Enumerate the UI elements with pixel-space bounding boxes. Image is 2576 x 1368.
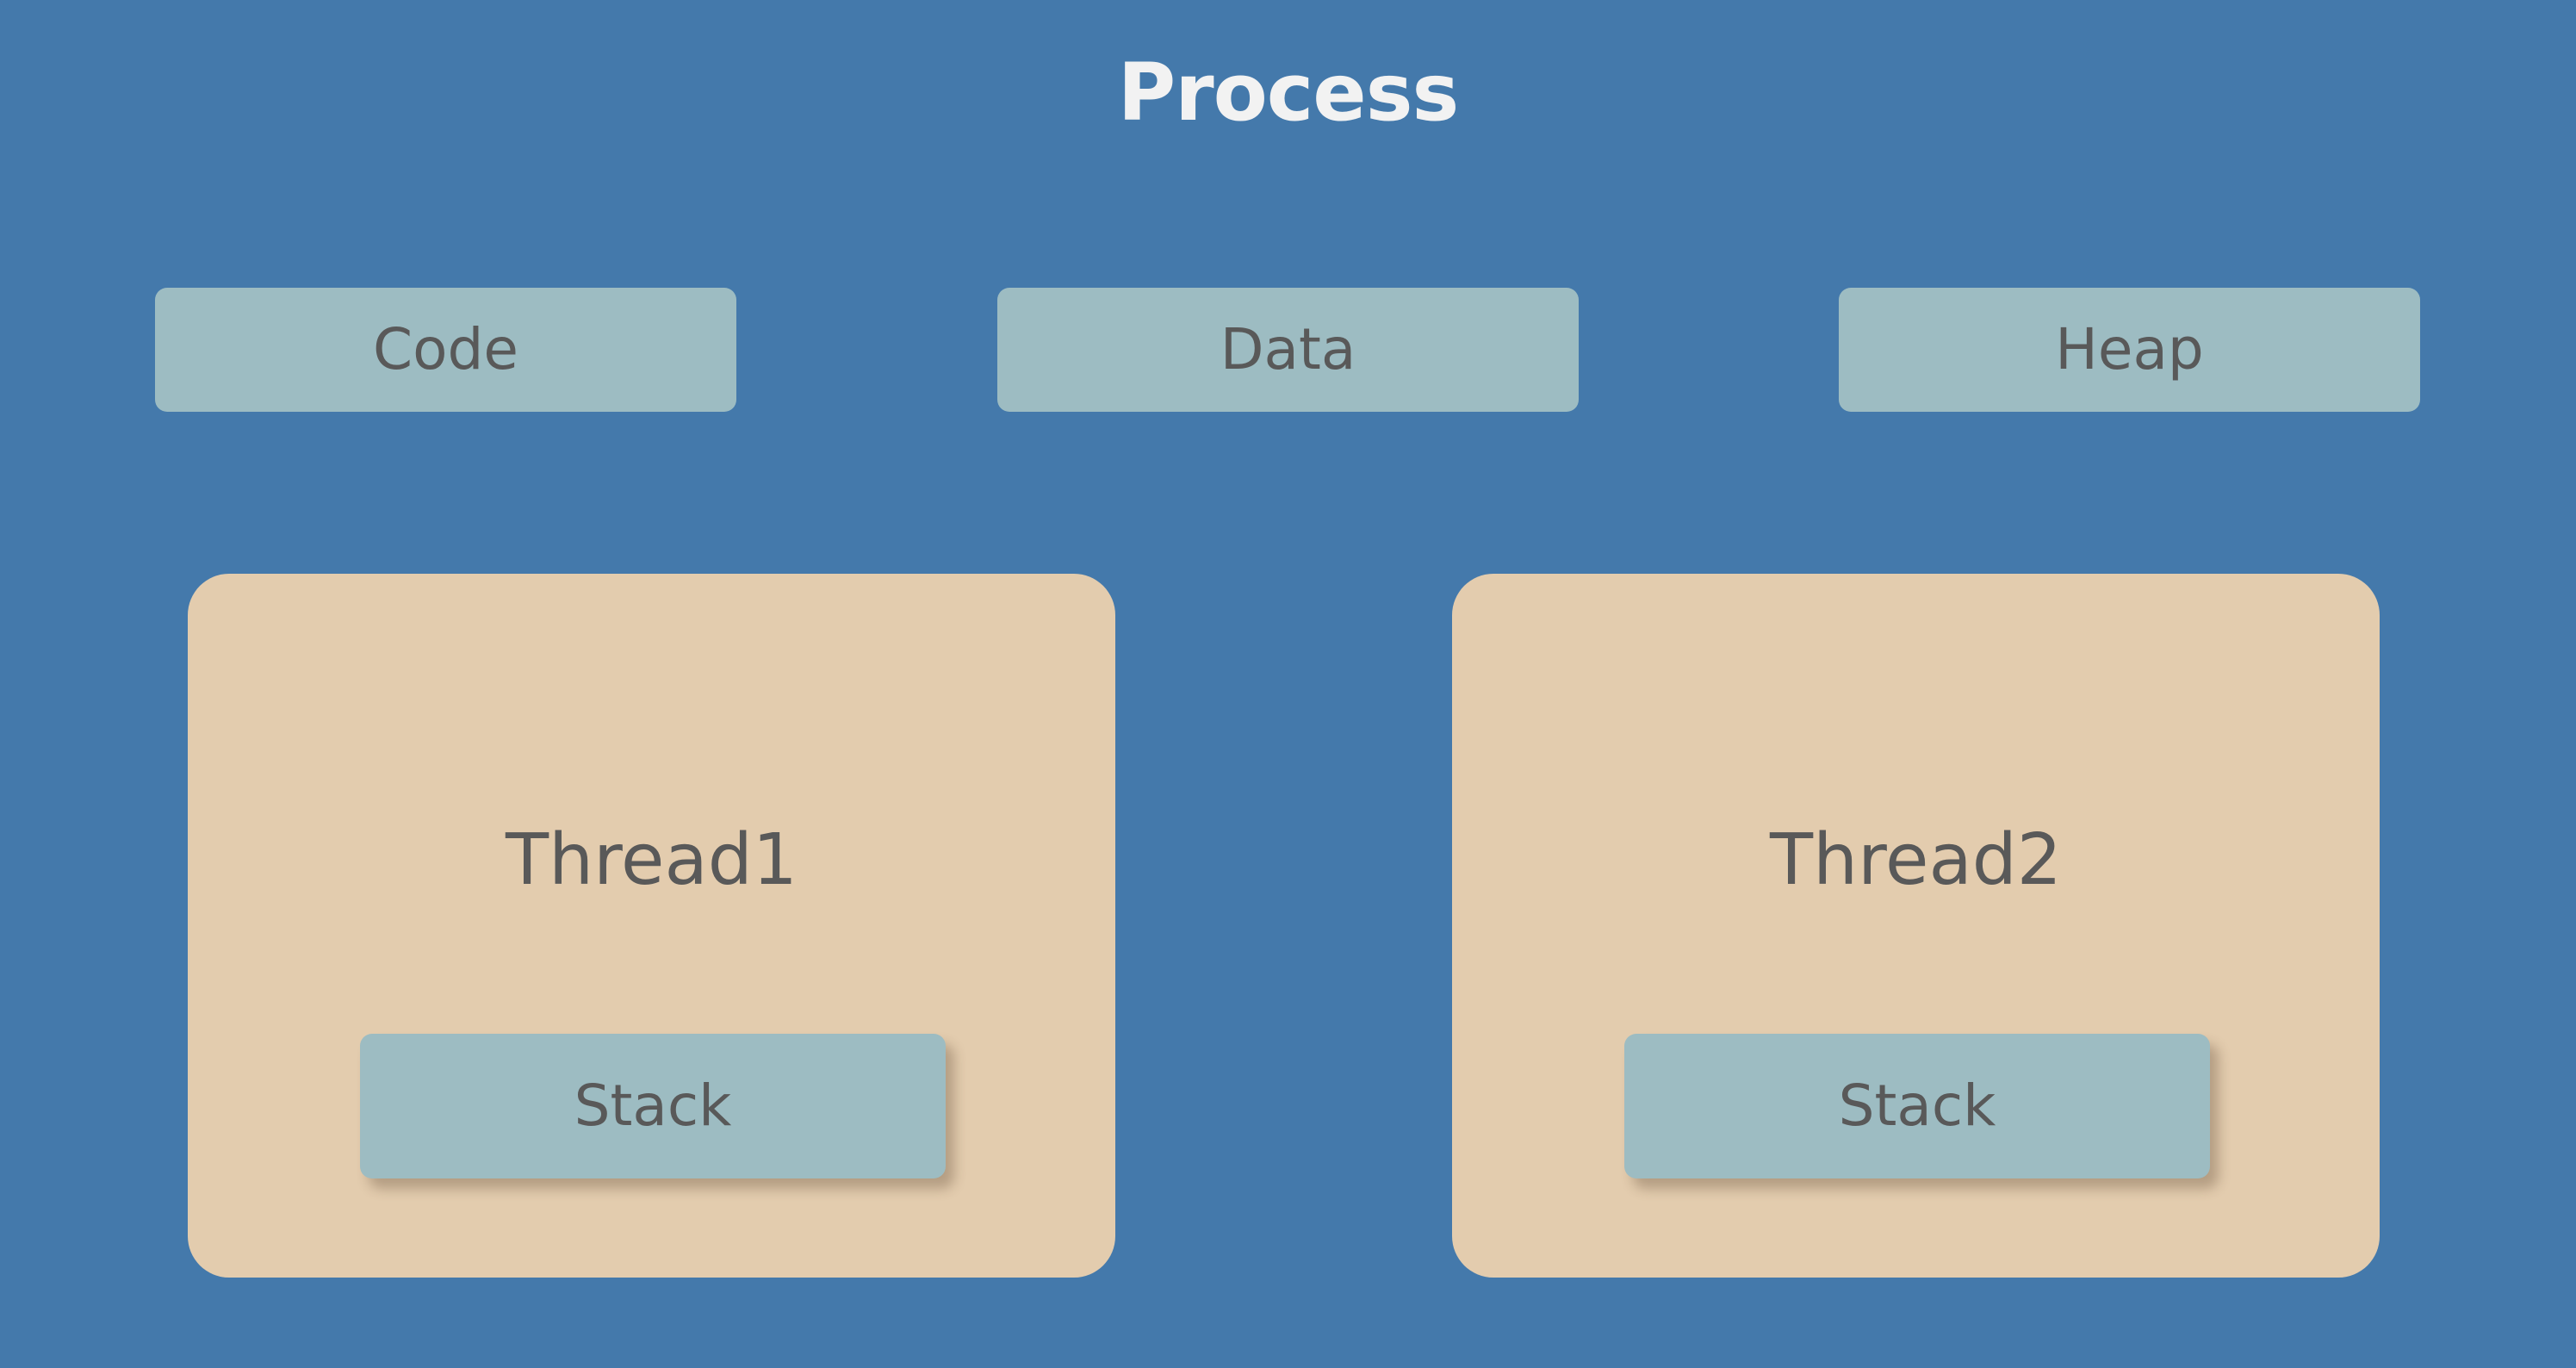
stack-box-thread-2: Stack: [1624, 1034, 2210, 1178]
thread-label-1: Thread1: [506, 819, 798, 901]
segment-box-heap: Heap: [1839, 288, 2420, 412]
thread-box-1: Thread1 Stack: [188, 574, 1115, 1278]
segment-label-code: Code: [373, 316, 518, 382]
page-title: Process: [1117, 47, 1459, 139]
stack-box-thread-1: Stack: [360, 1034, 946, 1178]
stack-label-thread-1: Stack: [574, 1073, 732, 1139]
stack-label-thread-2: Stack: [1838, 1073, 1996, 1139]
segment-label-data: Data: [1220, 316, 1356, 382]
segment-box-data: Data: [997, 288, 1579, 412]
thread-box-2: Thread2 Stack: [1452, 574, 2380, 1278]
segment-box-code: Code: [155, 288, 736, 412]
segment-label-heap: Heap: [2055, 316, 2204, 382]
thread-label-2: Thread2: [1770, 819, 2062, 901]
